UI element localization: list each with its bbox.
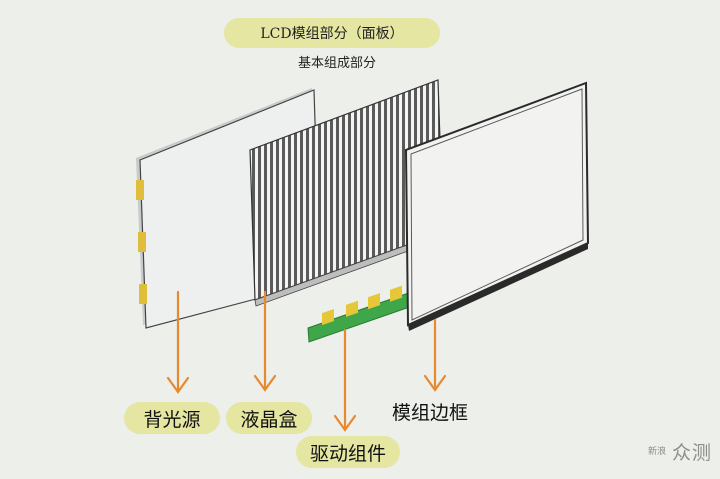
- arrow-liquid-crystal: [253, 290, 277, 392]
- module-frame: [404, 81, 590, 331]
- arrow-frame: [423, 318, 447, 392]
- label-driver-assembly: 驱动组件: [296, 436, 400, 468]
- diagram-subtitle: 基本组成部分: [297, 56, 376, 71]
- watermark-small-text: 新浪: [647, 446, 666, 457]
- driver-chip-2: [346, 300, 358, 317]
- backlight-connector-1: [136, 180, 144, 200]
- diagram-title: LCD模组部分（面板）: [224, 18, 440, 48]
- watermark: 新浪 众测: [648, 438, 712, 465]
- driver-chip-1: [322, 308, 334, 326]
- driver-chip-4: [390, 285, 402, 302]
- watermark-big-text: 众测: [671, 442, 712, 464]
- backlight-connector-2: [138, 232, 146, 252]
- driver-chip-3: [368, 293, 380, 310]
- label-liquid-crystal-box: 液晶盒: [226, 402, 312, 434]
- arrow-driver: [333, 328, 357, 432]
- label-module-frame: 模组边框: [392, 402, 469, 424]
- arrow-backlight: [166, 290, 190, 394]
- backlight-connector-3: [139, 284, 147, 304]
- label-backlight: 背光源: [124, 402, 220, 434]
- liquid-crystal-panel: [249, 79, 445, 307]
